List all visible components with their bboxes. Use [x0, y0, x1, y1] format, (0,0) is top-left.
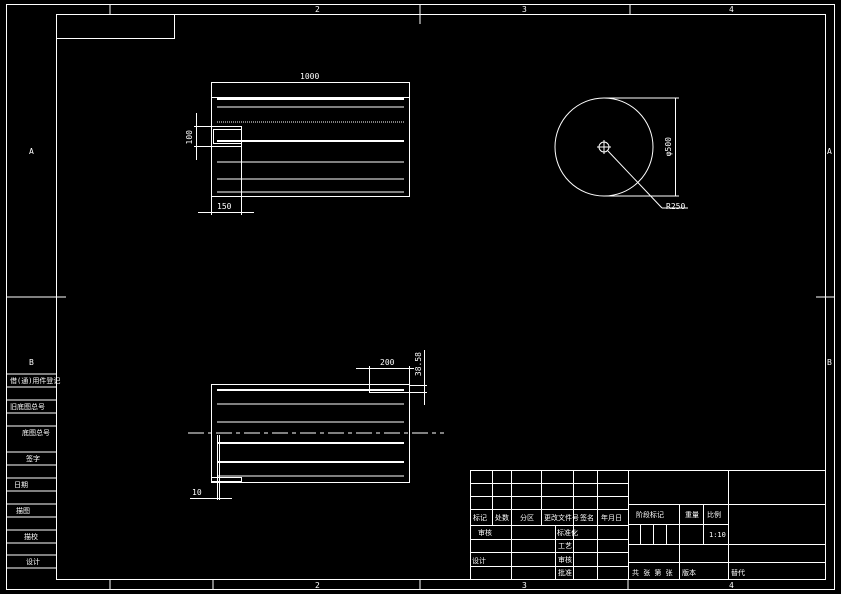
top-left-box	[56, 14, 175, 39]
tb-header: 年月日	[601, 514, 622, 522]
left-col-item: 日期	[14, 481, 28, 489]
left-col-item: 签字	[26, 455, 40, 463]
tb-mid-label: 工艺	[558, 542, 572, 550]
left-col-item: 设计	[26, 558, 40, 566]
tb-header: 分区	[520, 514, 534, 522]
side-view	[554, 97, 688, 209]
tb-header: 更改文件号	[544, 514, 579, 522]
title-block	[470, 470, 826, 580]
tb-weight-label: 重量	[685, 511, 699, 519]
left-col-item: 旧底图总号	[10, 403, 45, 411]
tb-replace-label: 替代	[731, 569, 745, 577]
tb-left-label: 设计	[472, 557, 486, 565]
tb-version-label: 版本	[682, 569, 696, 577]
tb-sheets-label: 共 张 第 张	[632, 569, 673, 577]
zone-left-a: A	[29, 147, 34, 156]
zone-right-b: B	[827, 358, 832, 367]
tb-left-label: 审核	[478, 529, 492, 537]
outer-border	[6, 4, 835, 590]
zone-bottom-3: 3	[522, 581, 527, 590]
dim-height-label: 100	[185, 130, 194, 145]
left-col-item: 描校	[24, 533, 38, 541]
dim-length-label: 1000	[300, 72, 320, 81]
tb-header: 标记	[473, 514, 487, 522]
zone-right-a: A	[827, 147, 832, 156]
zone-top-3: 3	[522, 5, 527, 14]
dim-radius-label: R250	[666, 202, 686, 211]
tb-mid-label: 标准化	[557, 529, 578, 537]
section-view	[188, 350, 444, 500]
tb-header: 处数	[495, 514, 509, 522]
zone-bottom-4: 4	[729, 581, 734, 590]
tb-stage-label: 阶段标记	[636, 511, 664, 519]
tb-mid-label: 审核	[558, 556, 572, 564]
tb-mid-label: 批准	[558, 569, 572, 577]
left-col-item: 描图	[16, 507, 30, 515]
zone-bottom-2: 2	[315, 581, 320, 590]
left-col-item: 底图总号	[22, 429, 50, 437]
zone-top-4: 4	[729, 5, 734, 14]
zone-left-b: B	[29, 358, 34, 367]
dim-diameter-label: φ500	[664, 137, 673, 157]
left-col-item: 借(通)用件登记	[10, 377, 61, 385]
zone-top-2: 2	[315, 5, 320, 14]
tb-header: 签名	[580, 514, 594, 522]
tb-scale-label: 比例	[707, 511, 721, 519]
dim-slot-length-label: 200	[380, 358, 395, 367]
dim-edge-label: 10	[192, 488, 202, 497]
tb-scale-value: 1:10	[709, 531, 726, 539]
dim-slot-height-label: 38.58	[414, 352, 423, 377]
dim-offset-label: 150	[217, 202, 232, 211]
inner-frame	[56, 14, 826, 580]
front-view	[194, 82, 410, 215]
